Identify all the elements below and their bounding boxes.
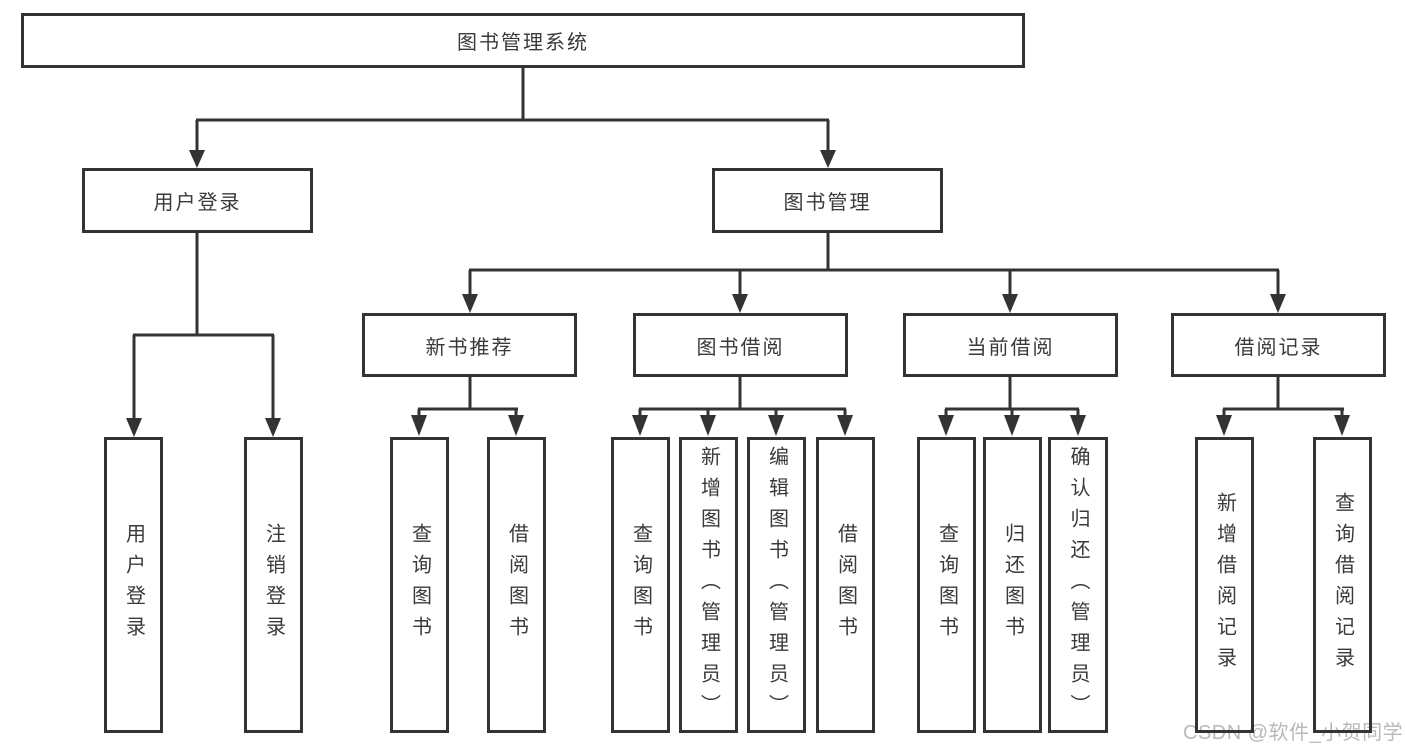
leaf-label: 注销登录 <box>262 523 285 647</box>
node-label: 图书管理系统 <box>457 32 589 54</box>
connector-lines <box>468 233 1280 295</box>
leaf-label: 归还图书 <box>1001 523 1024 647</box>
watermark-text: CSDN @软件_小贺同学 <box>1183 722 1404 744</box>
connector-book-borrow <box>632 377 853 436</box>
arrowhead <box>700 415 716 436</box>
arrowhead <box>820 150 836 168</box>
connector-book-mgmt <box>462 233 1286 313</box>
leaf-logout: 注销登录 <box>244 437 303 733</box>
leaf-borrow-books-2: 借阅图书 <box>816 437 875 733</box>
arrowhead <box>126 418 142 437</box>
node-borrow-records: 借阅记录 <box>1171 313 1386 377</box>
leaf-label: 新增图书（管理员） <box>697 445 720 725</box>
node-label: 新书推荐 <box>425 336 514 359</box>
leaf-return-books: 归还图书 <box>983 437 1042 733</box>
connector-lines <box>132 233 275 419</box>
connector-new-book-recommend <box>411 377 524 436</box>
node-book-borrow: 图书借阅 <box>633 313 848 377</box>
leaf-query-books-2: 查询图书 <box>611 437 670 733</box>
leaf-label: 查询借阅记录 <box>1331 492 1354 678</box>
connector-lines <box>638 377 847 416</box>
node-current-borrow: 当前借阅 <box>903 313 1118 377</box>
leaf-edit-books-admin: 编辑图书（管理员） <box>747 437 806 733</box>
arrowhead <box>1216 415 1232 436</box>
leaf-add-books-admin: 新增图书（管理员） <box>679 437 738 733</box>
node-user-login: 用户登录 <box>82 168 313 233</box>
arrowhead <box>768 415 784 436</box>
leaf-label: 借阅图书 <box>505 523 528 647</box>
node-book-mgmt-system: 图书管理系统 <box>21 13 1025 68</box>
leaf-label: 查询图书 <box>935 523 958 647</box>
leaf-label: 新增借阅记录 <box>1213 492 1236 678</box>
arrowhead <box>1070 415 1086 436</box>
node-label: 图书管理 <box>783 192 872 214</box>
connector-current-borrow <box>938 377 1086 436</box>
node-book-mgmt: 图书管理 <box>712 168 943 233</box>
leaf-label: 编辑图书（管理员） <box>765 445 788 725</box>
leaf-label: 借阅图书 <box>834 523 857 647</box>
node-label: 借阅记录 <box>1234 336 1323 359</box>
arrowhead <box>732 294 748 313</box>
arrowhead <box>1270 294 1286 313</box>
arrowhead <box>837 415 853 436</box>
arrowhead <box>411 415 427 436</box>
connector-lines <box>417 377 518 416</box>
leaf-confirm-return-admin: 确认归还（管理员） <box>1048 437 1108 733</box>
node-label: 当前借阅 <box>966 336 1055 359</box>
arrowhead <box>1334 415 1350 436</box>
leaf-query-books-3: 查询图书 <box>917 437 976 733</box>
arrowhead <box>1004 415 1020 436</box>
connector-lines <box>944 377 1080 416</box>
connector-lines <box>195 68 830 151</box>
leaf-label: 用户登录 <box>122 523 145 647</box>
connector-root <box>189 68 836 168</box>
connector-lines <box>1222 377 1344 416</box>
arrowhead <box>632 415 648 436</box>
arrowhead <box>508 415 524 436</box>
node-label: 图书借阅 <box>696 336 785 359</box>
leaf-query-books-1: 查询图书 <box>390 437 449 733</box>
leaf-borrow-books-1: 借阅图书 <box>487 437 546 733</box>
connector-user-login <box>126 233 281 437</box>
arrowhead <box>1002 294 1018 313</box>
leaf-label: 查询图书 <box>629 523 652 647</box>
leaf-label: 确认归还（管理员） <box>1067 445 1089 725</box>
leaf-add-borrow-record: 新增借阅记录 <box>1195 437 1254 733</box>
node-label: 用户登录 <box>153 192 242 214</box>
leaf-query-borrow-record: 查询借阅记录 <box>1313 437 1372 733</box>
arrowhead <box>265 418 281 437</box>
leaf-user-login: 用户登录 <box>104 437 163 733</box>
leaf-label: 查询图书 <box>408 523 431 647</box>
connector-borrow-records <box>1216 377 1350 436</box>
node-new-book-recommend: 新书推荐 <box>362 313 577 377</box>
arrowhead <box>462 294 478 313</box>
arrowhead <box>189 150 205 168</box>
arrowhead <box>938 415 954 436</box>
